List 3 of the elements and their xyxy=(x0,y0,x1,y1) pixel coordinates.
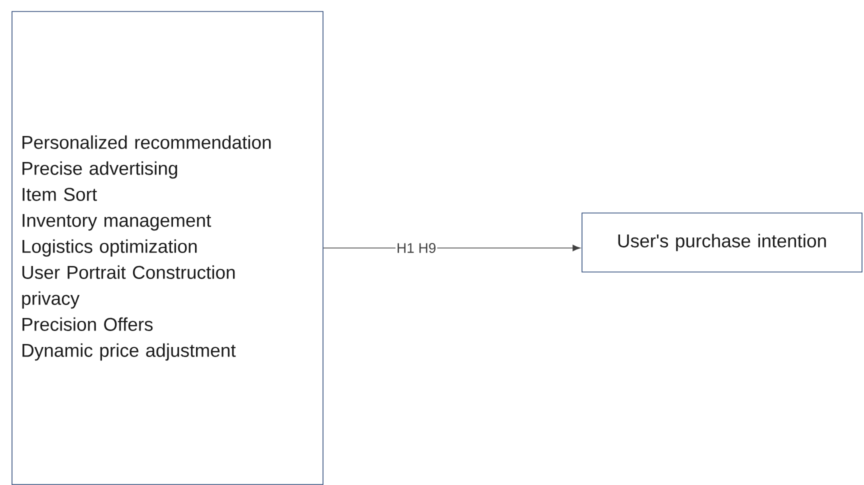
edge-label: H1 H9 xyxy=(396,242,438,254)
text-box: Personalized recommendation Precise advertising Item Sort Inventory management Logistics optimization User Portrait Construction privacy Precision Offers Dynamic price adjustment xyxy=(12,11,324,485)
text-box: User's purchase intention xyxy=(582,212,862,272)
